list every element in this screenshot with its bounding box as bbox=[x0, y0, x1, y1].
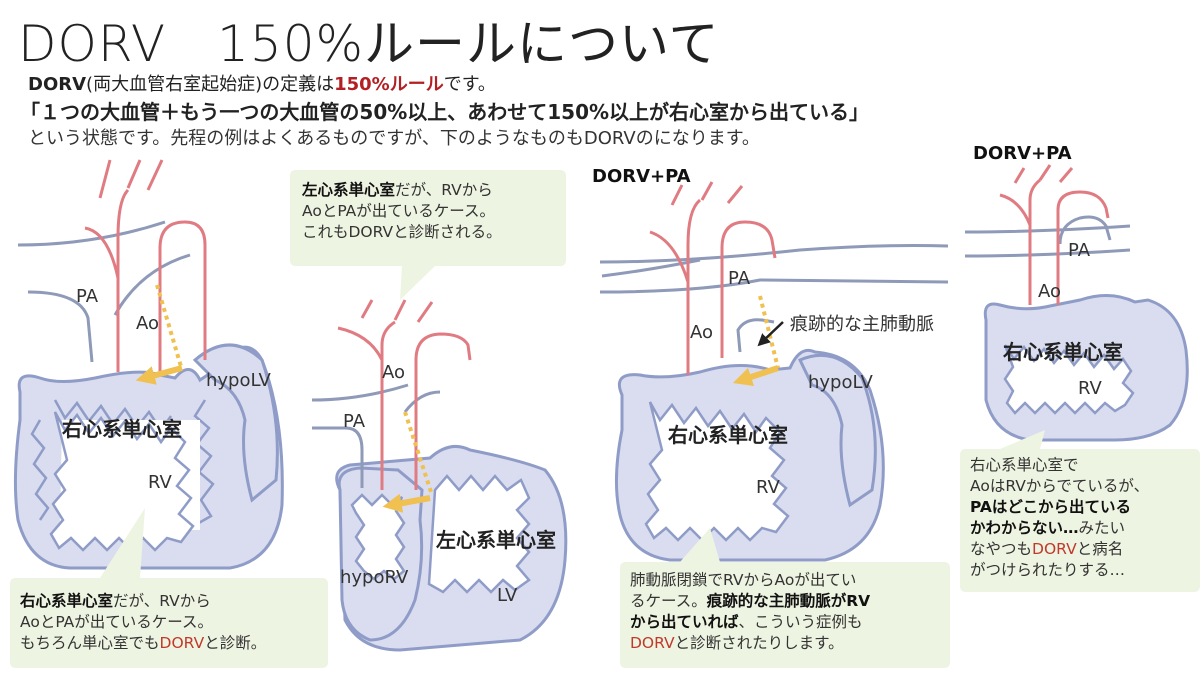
panel2-lv-interior bbox=[427, 474, 531, 594]
panel4-note-6: がつけられたりする… bbox=[970, 561, 1126, 579]
panel2-dashed-line bbox=[403, 411, 434, 496]
panel1-note: 右心系単心室だが、RVから AoとPAが出ているケース。 もちろん単心室でもDO… bbox=[20, 591, 325, 654]
panel3-hypolv bbox=[797, 353, 877, 508]
panel1-aorta bbox=[84, 159, 207, 372]
panel3-note-4: と診断されたりします。 bbox=[674, 634, 844, 652]
panel4-diagram bbox=[964, 164, 1189, 442]
panel4-note-bold-2: かわからない… bbox=[970, 519, 1079, 537]
panel4-pa-vessel bbox=[964, 215, 1131, 258]
panel3-ao-label: Ao bbox=[690, 322, 714, 343]
panel4-heading: DORV+PA bbox=[973, 143, 1072, 164]
panel4-note-bold-1: PAはどこから出ている bbox=[970, 498, 1131, 516]
panel2-chamber-label: 左心系単心室 bbox=[436, 528, 556, 552]
panel3-pa-vessel bbox=[599, 244, 949, 294]
panel3-vestigial-label: 痕跡的な主肺動脈 bbox=[790, 314, 934, 335]
panel3-rv-label: RV bbox=[756, 477, 780, 498]
panel2-pa-vessel bbox=[311, 383, 441, 488]
panel2-note-bubble bbox=[290, 170, 566, 300]
panel1-note-bubble bbox=[10, 508, 328, 668]
panel3-note: 肺動脈閉鎖でRVからAoが出てい るケース。痕跡的な主肺動脈がRV から出ていれ… bbox=[630, 570, 948, 654]
panel3-dashed-line bbox=[758, 295, 780, 369]
panel2-note-3: これもDORVと診断される。 bbox=[302, 223, 502, 241]
panel3-note-3: 、こういう症例も bbox=[738, 613, 863, 631]
panel4-pa-label: PA bbox=[1068, 240, 1091, 261]
panel2-note-1: だが、RVから bbox=[395, 181, 493, 199]
panel3-note-bubble bbox=[620, 528, 950, 668]
panel3-note-bold-1: 痕跡的な主肺動脈がRV bbox=[706, 592, 871, 610]
panel1-chamber-label: 右心系単心室 bbox=[62, 417, 182, 441]
panel4-ao-label: Ao bbox=[1038, 281, 1062, 302]
panel4-note-5: と病名 bbox=[1076, 540, 1124, 558]
panel3-note-1: 肺動脈閉鎖でRVからAoが出てい bbox=[630, 571, 857, 589]
panel3-aorta bbox=[649, 181, 777, 375]
panel2-pa-label: PA bbox=[343, 411, 366, 432]
intro-rule-statement: 「１つの大血管＋もう一つの大血管の50%以上、あわせて150%以上が右心室から出… bbox=[20, 100, 870, 124]
panel4-note: 右心系単心室で AoはRVからでているが、 PAはどこから出ている かわからない… bbox=[970, 455, 1198, 581]
panel2-diagram bbox=[311, 299, 568, 652]
panel4-note-4: なやつも bbox=[970, 540, 1033, 558]
panel4-note-3: みたい bbox=[1078, 519, 1126, 537]
panel4-note-1: 右心系単心室で bbox=[970, 456, 1079, 474]
panel3-diagram bbox=[599, 181, 949, 562]
panel2-lv-label: LV bbox=[497, 585, 518, 606]
intro-desu: です。 bbox=[443, 74, 496, 95]
intro-line-1: DORV(両大血管右室起始症)の定義は150%ルールです。 bbox=[28, 70, 496, 96]
panel1-dashed-line bbox=[155, 284, 184, 371]
intro-dorv: DORV bbox=[28, 74, 87, 95]
panel4-note-2: AoはRVからでているが、 bbox=[970, 477, 1150, 495]
panel4-interior bbox=[1003, 344, 1135, 415]
panel3-vestigial-arrow bbox=[757, 321, 784, 347]
panel1-pa-label: PA bbox=[76, 286, 99, 307]
panel2-note-2: AoとPAが出ているケース。 bbox=[302, 202, 495, 220]
intro-150-rule: 150%ルール bbox=[334, 74, 444, 95]
panel1-arrow bbox=[135, 365, 183, 385]
panel2-hyporv-label: hypoRV bbox=[340, 567, 409, 588]
panel4-note-dorv: DORV bbox=[1032, 540, 1077, 558]
panel1-diagram bbox=[13, 159, 284, 570]
panel2-note: 左心系単心室だが、RVから AoとPAが出ているケース。 これもDORVと診断さ… bbox=[302, 180, 564, 243]
panel3-vestigial-pa bbox=[736, 318, 775, 353]
panel1-hypolv-label: hypoLV bbox=[206, 370, 271, 391]
note-bubbles bbox=[10, 170, 1200, 668]
panel3-note-dorv: DORV bbox=[630, 634, 675, 652]
panel3-hypolv-label: hypoLV bbox=[808, 372, 873, 393]
panel1-note-bold: 右心系単心室 bbox=[20, 592, 114, 610]
panel4-chamber-label: 右心系単心室 bbox=[1003, 340, 1123, 364]
page-title: DORV 150%ルールについて bbox=[18, 15, 720, 73]
panel1-ao-label: Ao bbox=[136, 313, 160, 334]
panel3-arrow bbox=[732, 365, 779, 387]
panel3-note-2: るケース。 bbox=[630, 592, 707, 610]
intro-definition-text: の定義は bbox=[262, 74, 335, 95]
panel1-rv-label: RV bbox=[148, 472, 172, 493]
panel1-hypolv bbox=[192, 343, 279, 503]
panel1-note-2: AoとPAが出ているケース。 bbox=[20, 613, 213, 631]
panel3-note-bold-2: から出ていれば bbox=[630, 613, 739, 631]
panel4-rv-label: RV bbox=[1078, 378, 1102, 399]
intro-line-3: という状態です。先程の例はよくあるものですが、下のようなものもDORVのになりま… bbox=[28, 128, 760, 149]
panel1-note-dorv: DORV bbox=[159, 634, 205, 652]
panel1-pa-vessel bbox=[17, 220, 191, 363]
panel2-ao-label: Ao bbox=[382, 362, 406, 383]
panel2-note-bold: 左心系単心室 bbox=[302, 181, 396, 199]
panel3-heading: DORV+PA bbox=[592, 166, 691, 187]
panel1-note-3: もちろん単心室でも bbox=[20, 634, 160, 652]
panel4-aorta bbox=[999, 164, 1110, 305]
panel3-chamber-label: 右心系単心室 bbox=[668, 423, 788, 447]
intro-dorv-fullname: (両大血管右室起始症) bbox=[86, 74, 263, 95]
panel1-note-1: だが、RVから bbox=[113, 592, 211, 610]
panel3-interior bbox=[644, 401, 790, 542]
panel3-pa-label: PA bbox=[728, 268, 751, 289]
panel1-note-4: と診断。 bbox=[204, 634, 267, 652]
panel4-note-bubble bbox=[960, 430, 1200, 592]
panel2-arrow bbox=[382, 493, 431, 513]
panel1-interior-wave bbox=[49, 411, 195, 552]
panel2-aorta bbox=[337, 299, 472, 490]
